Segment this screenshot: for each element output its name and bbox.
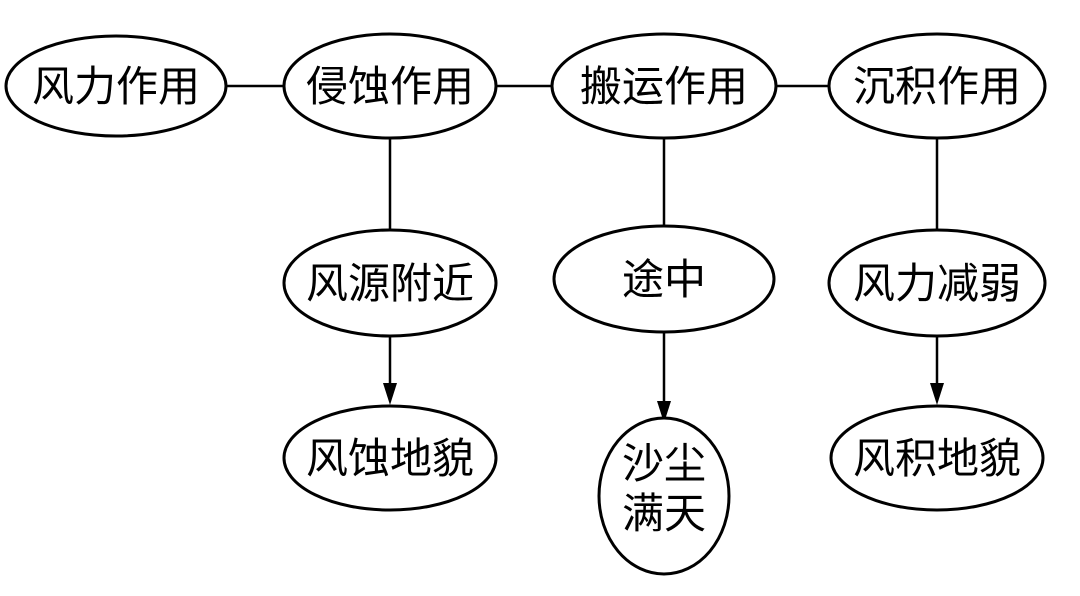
node-en-route: 途中 [552, 224, 776, 334]
node-near-source-label: 风源附近 [306, 259, 474, 308]
node-erosion-landform-label: 风蚀地貌 [306, 434, 474, 483]
node-wind-weakens: 风力减弱 [827, 228, 1047, 338]
node-deposition-landform-label: 风积地貌 [853, 434, 1021, 483]
node-erosion-landform: 风蚀地貌 [282, 404, 498, 512]
node-deposition-label: 沉积作用 [853, 62, 1021, 111]
node-erosion-label: 侵蚀作用 [306, 62, 474, 111]
node-deposition: 沉积作用 [827, 32, 1047, 140]
node-en-route-label: 途中 [622, 255, 706, 304]
node-wind-action: 风力作用 [4, 34, 228, 138]
node-wind-weakens-label: 风力减弱 [853, 259, 1021, 308]
node-deposition-landform: 风积地貌 [829, 404, 1045, 512]
node-sandstorm-label-line1: 沙尘 [622, 439, 706, 488]
node-sandstorm-label-line2: 满天 [622, 489, 706, 538]
arrow-wind-weakens-to-deposition-landform-head [930, 383, 944, 405]
arrow-en-route-to-sandstorm-head [657, 401, 671, 423]
node-transport: 搬运作用 [550, 32, 778, 140]
node-transport-label: 搬运作用 [580, 62, 748, 111]
node-wind-action-label: 风力作用 [32, 62, 200, 111]
node-erosion: 侵蚀作用 [282, 32, 498, 140]
node-near-source: 风源附近 [282, 228, 498, 338]
node-sandstorm: 沙尘 满天 [597, 416, 731, 576]
arrow-near-source-to-erosion-landform-head [383, 383, 397, 405]
